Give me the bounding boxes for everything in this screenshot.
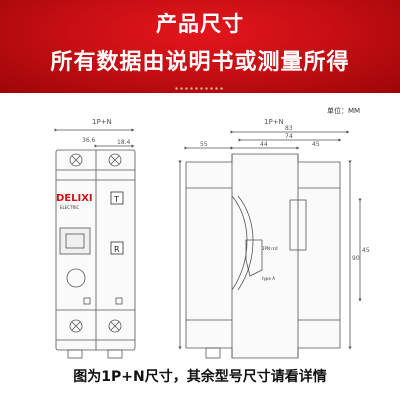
test-button[interactable] (110, 191, 124, 205)
brand-subtext: ELECTRIC (60, 205, 79, 210)
terminal-screw-top-right (108, 153, 122, 167)
side-dim-inner: 74 (285, 133, 293, 140)
reset-button-label: R (114, 245, 120, 254)
unit-label: 单位：MM (327, 107, 361, 115)
side-dim-mid: 44 (260, 141, 268, 148)
side-top-label: 1P+N (264, 118, 284, 126)
page-title: 产品尺寸 (156, 12, 244, 36)
header-banner: 产品尺寸 所有数据由说明书或测量所得 (0, 0, 400, 93)
side-dim-left: 55 (200, 141, 208, 148)
side-dim-height: 90 (352, 255, 360, 262)
test-button-label: T (113, 195, 119, 204)
decorative-dots (174, 86, 224, 91)
front-top-label: 1P+N (92, 118, 112, 126)
terminal-screw-bottom-left (69, 319, 83, 333)
reset-button[interactable] (110, 241, 124, 255)
side-dim-right: 45 (312, 141, 320, 148)
caption: 图为1P+N尺寸，其余型号尺寸请看详情 (73, 369, 327, 385)
brand-logo: DELIXI (56, 193, 93, 204)
terminal-screw-top-left (69, 153, 83, 167)
side-view: 1P+N 83 74 55 44 (178, 118, 362, 359)
side-dim-outer: 83 (285, 125, 293, 132)
page-subtitle: 所有数据由说明书或测量所得 (50, 50, 350, 75)
front-dim-total: 36.6 (82, 137, 96, 144)
terminal-screw-bottom-right (108, 319, 122, 333)
side-label-sub: type A (262, 276, 275, 281)
side-label-text: 1PN rcd (262, 246, 278, 251)
toggle-lever (59, 227, 91, 255)
side-dim-height2: 45 (362, 247, 370, 254)
indicator-window (66, 268, 86, 288)
front-dim-half: 18.4 (117, 139, 131, 146)
side-label-panel (289, 199, 307, 251)
front-view: 1P+N 36.6 18.4 (54, 118, 136, 359)
dimension-drawing: 1P+N 36.6 18.4 T R D (54, 118, 370, 359)
